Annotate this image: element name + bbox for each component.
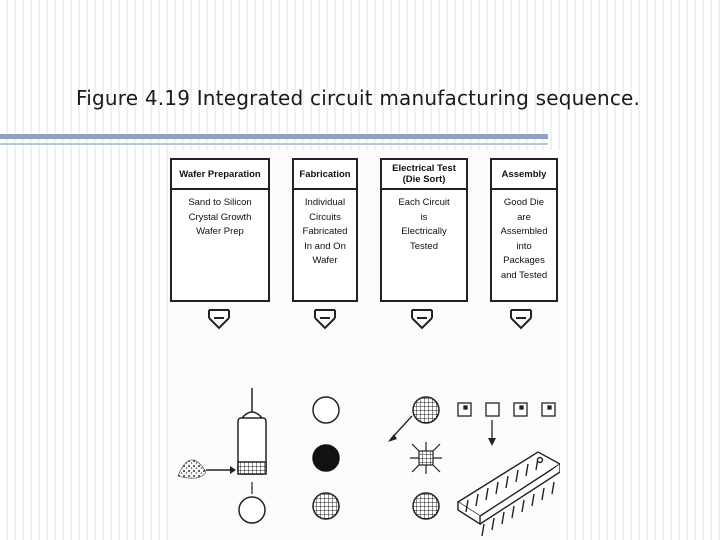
patterned-wafer-icon [312, 492, 340, 520]
down-arrow-icon [314, 309, 336, 330]
stage-wafer-preparation: Wafer Preparation Sand to Silicon Crysta… [170, 158, 270, 302]
oxidized-wafer-icon [312, 444, 340, 472]
stage-header: Fabrication [299, 168, 351, 180]
process-illustrations [177, 309, 560, 537]
probe-die-icon [410, 442, 442, 474]
blank-wafer-icon [238, 496, 266, 524]
wafer-icon [312, 396, 340, 424]
down-arrow-icon [510, 309, 532, 330]
stage-header: Electrical Test (Die Sort) [392, 163, 456, 185]
stage-header: Assembly [501, 168, 547, 180]
title-underline-thin [0, 143, 548, 145]
stage-description: Sand to Silicon Crystal Growth Wafer Pre… [188, 197, 252, 237]
stage-description: Good Die are Assembled into Packages and… [500, 197, 548, 281]
slide-title: Figure 4.19 Integrated circuit manufactu… [76, 86, 641, 110]
down-arrow-icon [411, 309, 433, 330]
tested-wafer-icon [412, 396, 440, 424]
manufacturing-figure: Wafer Preparation Sand to Silicon Crysta… [168, 150, 560, 540]
stage-description: Individual Circuits Fabricated In and On… [302, 197, 348, 266]
stage-header: Wafer Preparation [179, 168, 261, 180]
down-arrow-icon [208, 309, 230, 330]
title-underline [0, 134, 548, 139]
stage-fabrication: Fabrication Individual Circuits Fabricat… [292, 158, 358, 302]
ic-package-icon [456, 451, 560, 537]
sorted-wafer-icon [412, 492, 440, 520]
sand-pile-icon [177, 459, 236, 479]
stage-electrical-test: Electrical Test (Die Sort) Each Circuit … [380, 158, 468, 302]
stage-assembly: Assembly Good Die are Assembled into Pac… [490, 158, 558, 302]
die-icons [457, 402, 556, 417]
silicon-ingot-icon [237, 388, 267, 475]
stage-description: Each Circuit is Electrically Tested [398, 197, 450, 252]
